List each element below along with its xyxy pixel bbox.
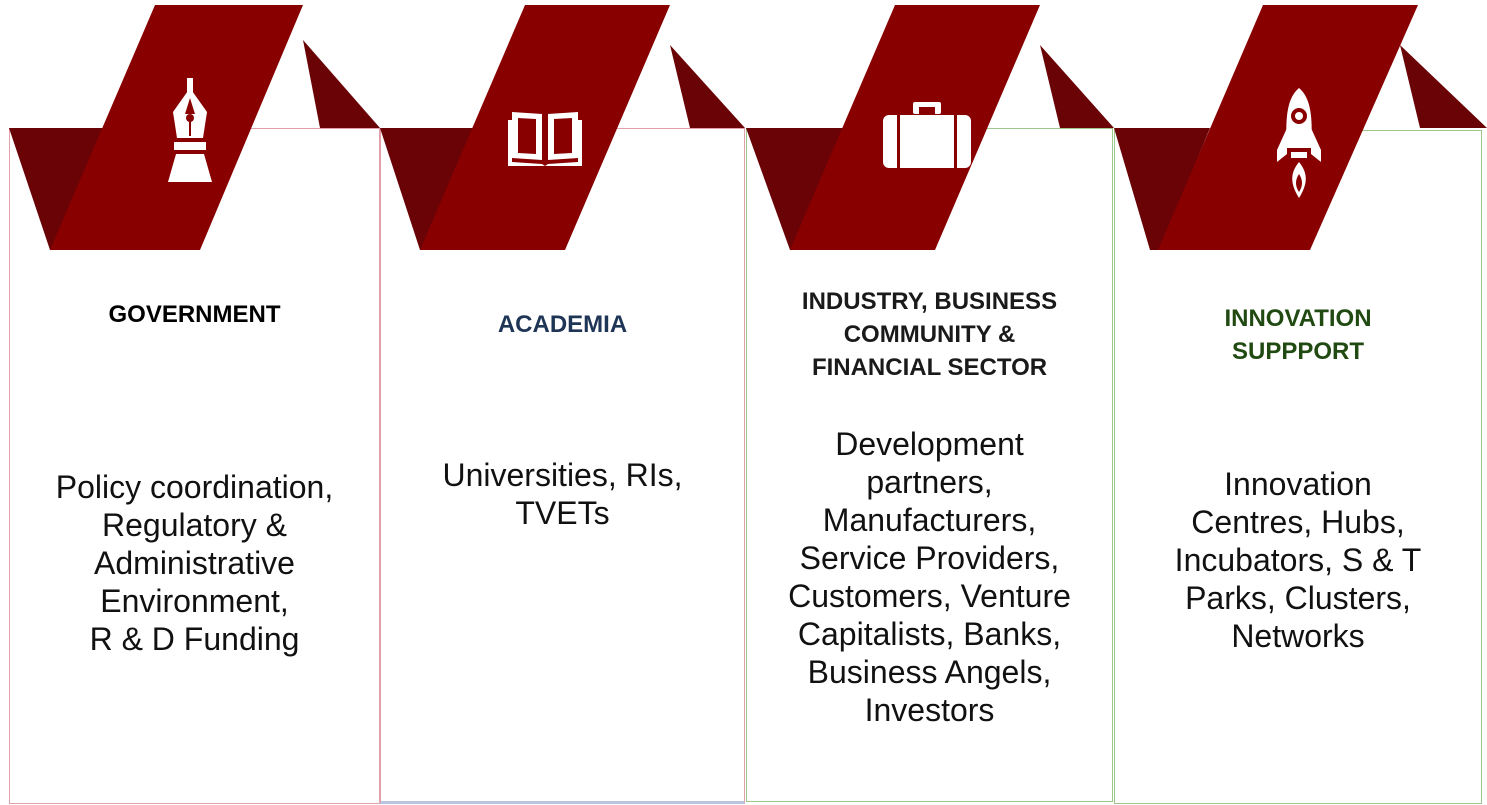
description-line: Business Angels, xyxy=(807,654,1052,690)
description-line: Regulatory & xyxy=(102,507,287,543)
government-title: GOVERNMENT xyxy=(9,298,380,331)
description-line: Environment, xyxy=(100,583,289,619)
fountain-pen-icon xyxy=(168,78,212,182)
description-line: R & D Funding xyxy=(89,621,300,657)
innovation-support-description: Innovation Centres, Hubs, Incubators, S … xyxy=(1114,465,1482,655)
ribbon-fold-6 xyxy=(1114,128,1210,250)
ribbon-band-1 xyxy=(420,5,670,250)
ribbon-fold-0 xyxy=(9,128,110,250)
zigzag-ribbon xyxy=(9,5,1487,250)
innovation-title-line: SUPPPORT xyxy=(1231,338,1365,365)
description-line: Investors xyxy=(864,692,995,728)
description-line: Development xyxy=(835,426,1024,462)
academia-title-text: ACADEMIA xyxy=(497,311,628,338)
rocket-icon xyxy=(1277,88,1321,198)
description-line: Innovation xyxy=(1224,466,1372,502)
innovation-title-line: INNOVATION xyxy=(1224,305,1372,332)
ribbon-fold-1 xyxy=(303,40,380,128)
ribbon-fold-4 xyxy=(746,128,850,250)
briefcase-icon xyxy=(883,102,971,168)
description-line: Networks xyxy=(1231,618,1365,654)
industry-title-line: FINANCIAL SECTOR xyxy=(811,354,1048,381)
description-line: partners, xyxy=(866,464,993,500)
government-title-text: GOVERNMENT xyxy=(108,301,281,328)
ribbon-fold-7 xyxy=(1400,45,1487,128)
ribbon-fold-2 xyxy=(380,128,480,250)
industry-title-line: COMMUNITY & xyxy=(843,321,1016,348)
description-line: Policy coordination, xyxy=(55,469,334,505)
description-line: Manufacturers, xyxy=(822,502,1037,538)
academia-title: ACADEMIA xyxy=(380,308,745,341)
government-description: Policy coordination, Regulatory & Admini… xyxy=(9,468,380,658)
industry-description: Development partners, Manufacturers, Ser… xyxy=(746,425,1113,729)
description-line: TVETs xyxy=(515,495,610,531)
description-line: Universities, RIs, xyxy=(442,457,683,493)
description-line: Customers, Venture xyxy=(788,578,1071,614)
academia-description: Universities, RIs, TVETs xyxy=(380,456,745,532)
description-line: Parks, Clusters, xyxy=(1185,580,1411,616)
industry-title-line: INDUSTRY, BUSINESS xyxy=(801,288,1058,315)
description-line: Incubators, S & T xyxy=(1174,542,1422,578)
description-line: Service Providers, xyxy=(799,540,1060,576)
ribbon-fold-5 xyxy=(1040,45,1114,128)
ribbon-back-folds xyxy=(9,40,1487,250)
industry-title: INDUSTRY, BUSINESS COMMUNITY & FINANCIAL… xyxy=(746,285,1113,384)
ribbon-fold-3 xyxy=(670,45,745,128)
description-line: Administrative xyxy=(94,545,295,581)
description-line: Capitalists, Banks, xyxy=(797,616,1062,652)
description-line: Centres, Hubs, xyxy=(1191,504,1405,540)
innovation-support-title: INNOVATION SUPPPORT xyxy=(1114,302,1482,368)
open-book-icon xyxy=(508,112,582,166)
